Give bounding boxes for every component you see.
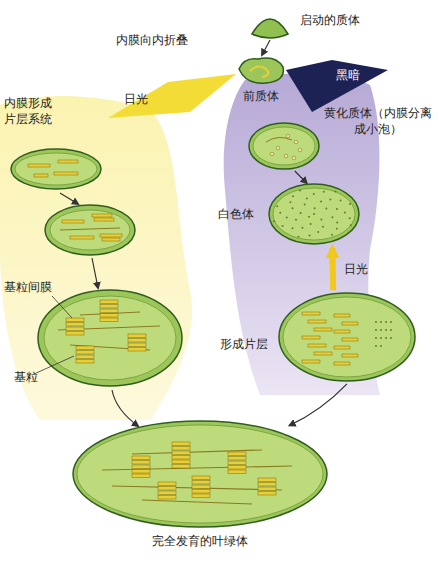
- plastid-shape: [236, 55, 286, 85]
- plastid-node: 白色体: [268, 183, 360, 245]
- light-region: [0, 96, 192, 420]
- grana-plastid-figure: [38, 290, 182, 386]
- arrow: [295, 171, 307, 183]
- plastid-node: 黄化质体（内膜分离成小泡）: [248, 122, 320, 170]
- edge-label: 日光: [344, 262, 368, 278]
- sunlight-arrow: [329, 248, 336, 290]
- plastid-shape: [72, 420, 328, 528]
- part-label: 内膜向内折叠: [116, 33, 188, 49]
- arrow: [60, 193, 78, 204]
- plastid-node: 形成片层: [278, 292, 416, 382]
- arrow: [290, 384, 347, 426]
- leader-line: [52, 296, 72, 318]
- arrow: [92, 258, 98, 288]
- stage-label: 启动的质体: [300, 13, 380, 29]
- plastid-shape: [10, 148, 102, 190]
- stage-label: 形成片层: [220, 337, 274, 353]
- plastid-node: 完全发育的叶绿体: [72, 420, 328, 528]
- plastid-shape: [268, 183, 360, 245]
- dark-wedge: [286, 60, 388, 112]
- arrow: [112, 390, 138, 426]
- part-label: 基粒间膜: [4, 280, 52, 296]
- sun-wedge: [108, 74, 236, 118]
- plastid-node: 前质体: [236, 55, 286, 85]
- plastid-shape: [248, 8, 292, 40]
- plastid-shape: [248, 122, 320, 170]
- arrow: [262, 40, 270, 55]
- stage-label: 前质体: [226, 89, 296, 105]
- stage-label: 完全发育的叶绿体: [122, 534, 278, 550]
- part-label: 黑暗: [336, 68, 360, 84]
- plastid-node: 内膜形成片层系统: [10, 148, 102, 190]
- plastid-node: 启动的质体: [248, 8, 292, 40]
- plastid-shape: [278, 292, 416, 382]
- leader-line: [34, 356, 74, 374]
- part-label: 基粒: [14, 370, 38, 386]
- stage-label: 黄化质体（内膜分离成小泡）: [322, 106, 434, 137]
- stage-label: 内膜形成片层系统: [4, 96, 58, 127]
- stage-label: 白色体: [218, 207, 264, 223]
- plastid-figure: [45, 205, 135, 255]
- part-label: 日光: [124, 92, 148, 108]
